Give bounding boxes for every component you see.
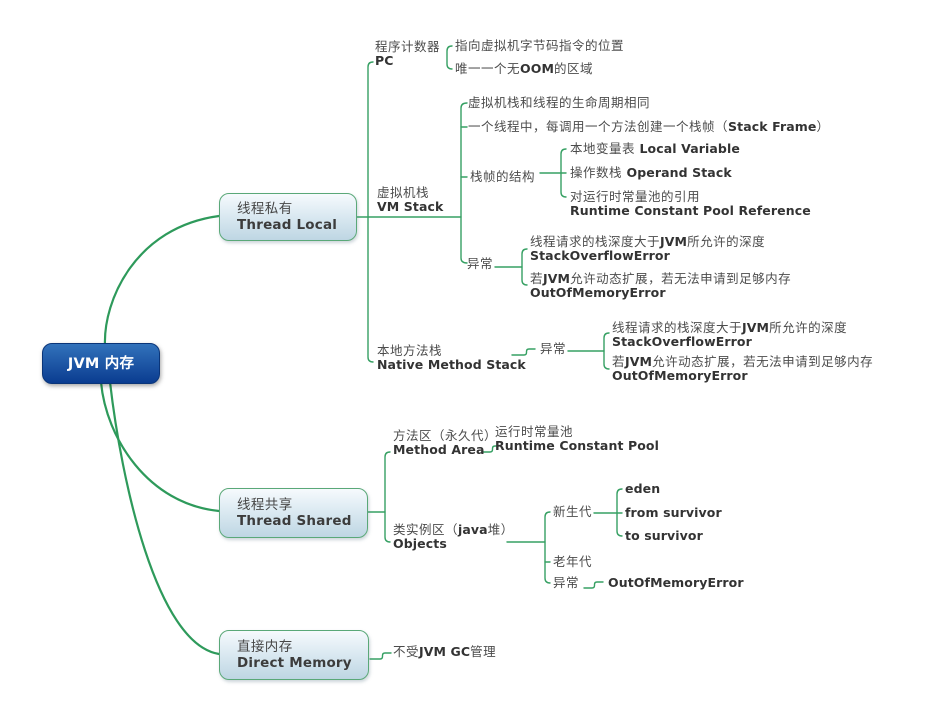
topic-label-line: 若JVM允许动态扩展，若无法申请到足够内存 — [530, 271, 792, 286]
topic-label-line: 运行时常量池 — [495, 424, 574, 439]
spine-vm-stack-children — [460, 102, 468, 264]
topic-old-generation[interactable]: 老年代 — [553, 555, 592, 569]
topic-vm-lifecycle[interactable]: 虚拟机栈和线程的生命周期相同 — [468, 96, 650, 110]
topic-label-line: OutOfMemoryError — [608, 575, 744, 590]
topic-label-line: 异常 — [467, 256, 494, 271]
topic-nms-exception[interactable]: 异常 — [540, 342, 566, 356]
topic-label-line: 直接内存 — [237, 639, 293, 655]
topic-label-line: 老年代 — [553, 554, 593, 569]
topic-to-survivor[interactable]: to survivor — [625, 529, 703, 543]
step-runtime-constant-pool — [481, 445, 500, 453]
topic-pc-no-oom[interactable]: 唯一一个无OOM的区域 — [455, 62, 593, 76]
topic-label-line: Runtime Constant Pool — [495, 437, 659, 453]
step-heap-oom — [583, 581, 604, 589]
topic-label-line: 类实例区（java堆） — [393, 522, 514, 537]
topic-operand-stack[interactable]: 操作数栈 Operand Stack — [570, 166, 732, 180]
topic-label-line: 若JVM允许动态扩展，若无法申请到足够内存 — [612, 354, 874, 369]
topic-label-line: 虚拟机栈 — [377, 185, 430, 200]
topic-label-line: 新生代 — [553, 504, 593, 519]
topic-label-line: Direct Memory — [237, 655, 352, 671]
topic-label-line: from survivor — [625, 505, 722, 520]
topic-label-line: VM Stack — [377, 198, 444, 214]
topic-from-survivor[interactable]: from survivor — [625, 506, 722, 520]
topic-pc-point-to-bytecode[interactable]: 指向虚拟机字节码指令的位置 — [455, 39, 624, 53]
topic-label-line: 栈帧的结构 — [470, 169, 536, 184]
step-not-managed-by-gc — [369, 652, 392, 660]
topic-label-line: Objects — [393, 535, 447, 551]
topic-frame-structure[interactable]: 栈帧的结构 — [470, 170, 535, 184]
topic-heap-exception[interactable]: 异常 — [553, 576, 579, 590]
topic-label-line: 线程请求的栈深度大于JVM所允许的深度 — [530, 234, 766, 249]
topic-label-line: 异常 — [553, 575, 580, 590]
topic-label-line: 线程私有 — [237, 201, 293, 217]
bracket-nms-exception-children — [603, 332, 610, 370]
topic-method-area[interactable]: 方法区（永久代）Method Area — [393, 429, 497, 456]
topic-label-line: Thread Local — [237, 217, 338, 233]
topic-label-line: StackOverflowError — [530, 247, 670, 263]
root-topic-jvm-memory[interactable]: JVM 内存 — [42, 343, 160, 384]
topic-label-line: 虚拟机栈和线程的生命周期相同 — [468, 95, 651, 110]
branch-root-thread-shared — [99, 380, 221, 513]
topic-label-line: 方法区（永久代） — [393, 428, 498, 443]
topic-label-line: 异常 — [540, 341, 567, 356]
bracket-new-generation-children — [616, 488, 623, 537]
topic-label-line: 本地方法栈 — [377, 343, 443, 358]
topic-label-line: StackOverflowError — [612, 333, 752, 349]
topic-label-line: PC — [375, 52, 394, 68]
spine-objects-children — [544, 511, 551, 584]
topic-eden[interactable]: eden — [625, 482, 660, 496]
topic-label-line: Thread Shared — [237, 513, 352, 529]
topic-label-line: OutOfMemoryError — [612, 367, 748, 383]
spine-thread-local — [367, 61, 374, 363]
topic-label-line: 对运行时常量池的引用 — [570, 189, 701, 204]
topic-label-line: JVM 内存 — [67, 355, 135, 372]
topic-label-line: Native Method Stack — [377, 356, 526, 372]
topic-label-line: 一个线程中，每调用一个方法创建一个栈帧（Stack Frame） — [468, 119, 830, 134]
spine-thread-shared — [384, 451, 391, 543]
topic-label-line: 程序计数器 — [375, 39, 441, 54]
topic-objects-heap[interactable]: 类实例区（java堆）Objects — [393, 523, 514, 550]
topic-label-line: to survivor — [625, 528, 703, 543]
topic-label-line: 线程请求的栈深度大于JVM所允许的深度 — [612, 320, 848, 335]
topic-label-line: OutOfMemoryError — [530, 284, 666, 300]
topic-vm-exception[interactable]: 异常 — [467, 257, 493, 271]
bracket-pc-children — [446, 45, 453, 70]
branch-root-direct-memory — [108, 380, 221, 656]
step-nms-exception — [511, 348, 536, 356]
topic-label-line: 操作数栈 Operand Stack — [570, 165, 732, 180]
topic-heap-outofmemoryerror[interactable]: OutOfMemoryError — [608, 576, 744, 590]
bracket-vm-exception-children — [521, 248, 528, 286]
topic-not-managed-by-jvm-gc[interactable]: 不受JVM GC管理 — [393, 645, 496, 659]
topic-label-line: 不受JVM GC管理 — [393, 644, 497, 659]
branch-root-thread-local — [103, 214, 221, 348]
bracket-frame-children — [560, 148, 567, 198]
topic-label-line: Runtime Constant Pool Reference — [570, 202, 811, 218]
topic-label-line: 指向虚拟机字节码指令的位置 — [455, 38, 625, 53]
topic-label-line: 线程共享 — [237, 497, 293, 513]
topic-new-generation[interactable]: 新生代 — [553, 505, 592, 519]
topic-vm-frame-per-call[interactable]: 一个线程中，每调用一个方法创建一个栈帧（Stack Frame） — [468, 120, 829, 134]
topic-label-line: eden — [625, 481, 661, 496]
topic-label-line: 唯一一个无OOM的区域 — [455, 61, 594, 76]
topic-local-variable[interactable]: 本地变量表 Local Variable — [570, 142, 740, 156]
topic-label-line: Method Area — [393, 441, 485, 457]
topic-label-line: 本地变量表 Local Variable — [570, 141, 740, 156]
